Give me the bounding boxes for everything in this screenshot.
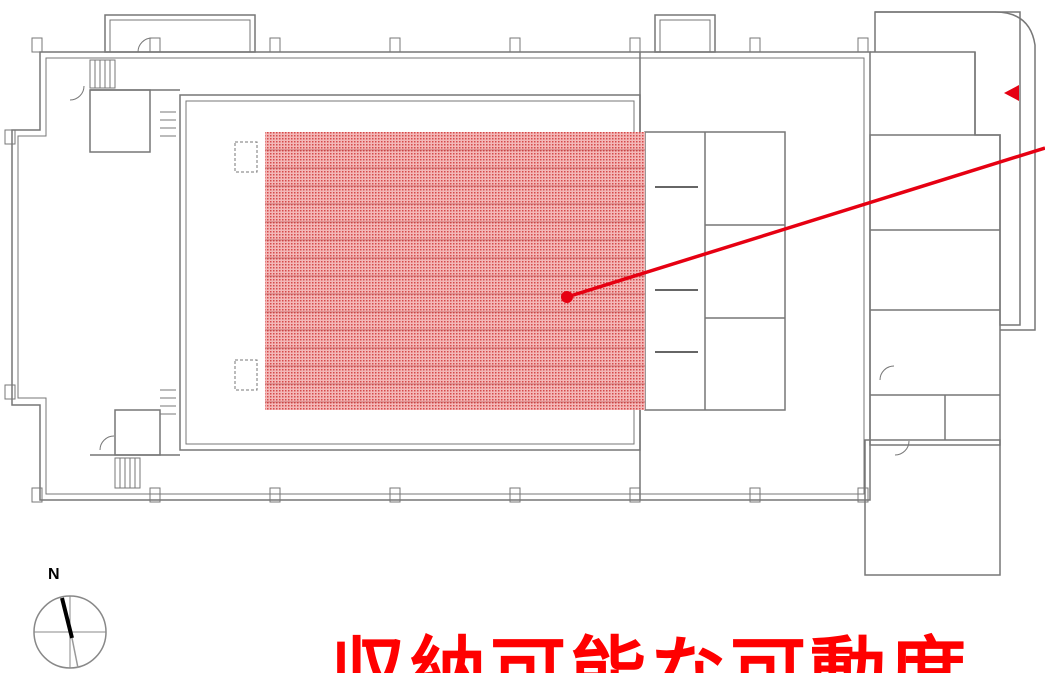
stage-rails: [655, 186, 698, 353]
compass-north-label: N: [48, 566, 60, 583]
callout-line-icon: [561, 146, 1045, 303]
triangle-pointer-icon: [1004, 85, 1019, 101]
retractable-seating-area: [265, 132, 645, 410]
caption-title: 収納可能な可動席: [330, 628, 970, 673]
compass-icon: [33, 595, 107, 669]
